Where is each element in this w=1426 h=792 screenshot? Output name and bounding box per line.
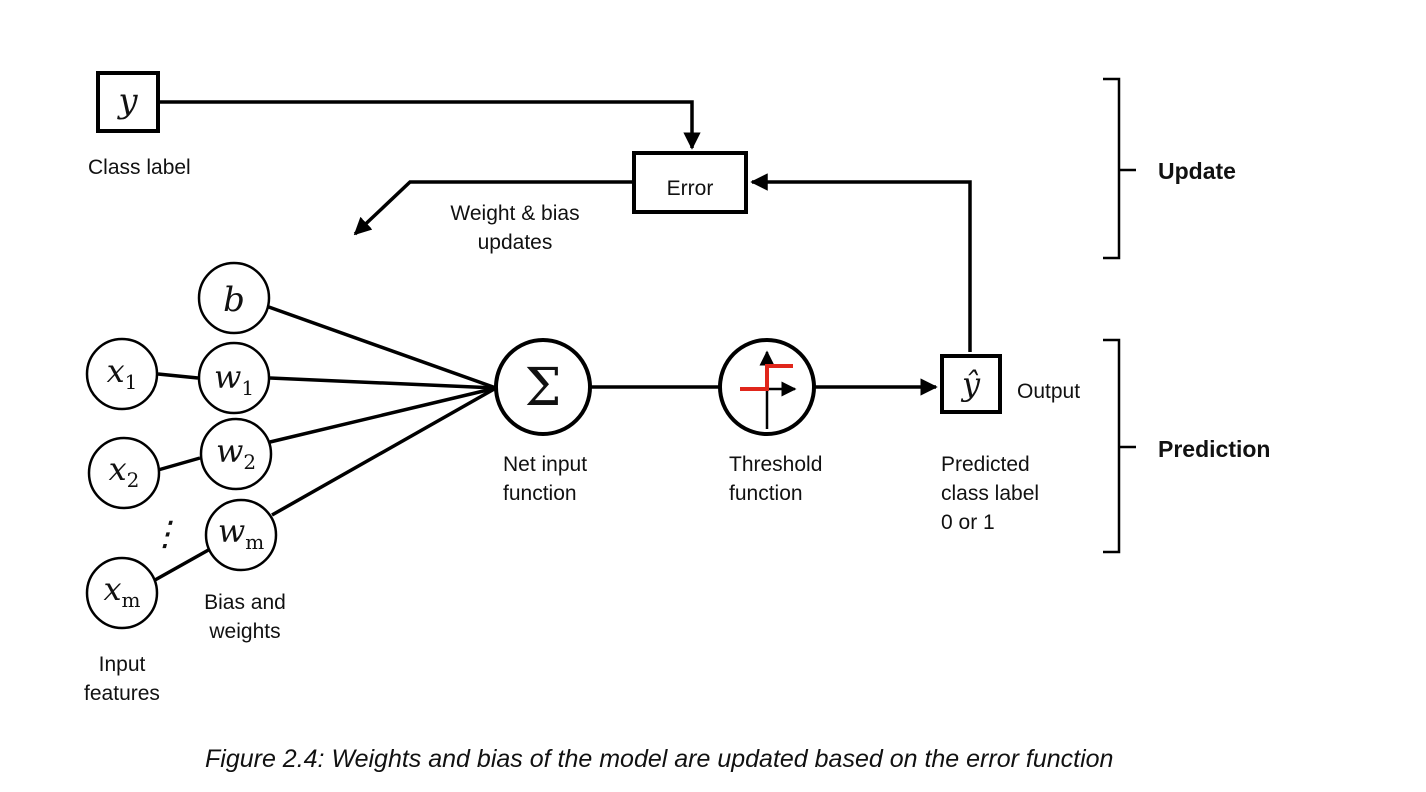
prediction-brace <box>1103 338 1136 554</box>
w1-node <box>197 341 271 415</box>
bias-node <box>197 261 271 335</box>
error-box <box>632 151 748 214</box>
figure-caption: Figure 2.4: Weights and bias of the mode… <box>205 745 1113 773</box>
sigma-symbol: Σ <box>525 358 562 418</box>
x1-w1-connection <box>157 372 199 380</box>
predicted-line3: 0 or 1 <box>941 511 995 534</box>
output-box <box>940 354 1002 414</box>
w2-connection <box>269 386 497 444</box>
bias-weights-line1: Bias and <box>204 591 286 614</box>
w1-label: w1 <box>214 358 254 400</box>
x2-w2-connection <box>157 456 201 472</box>
step-function-curve <box>740 364 793 391</box>
weight-bias-updates-line2: updates <box>478 231 553 254</box>
xm-wm-connection <box>154 546 213 582</box>
weight-update-arrow <box>353 180 634 236</box>
wm-node <box>204 498 278 572</box>
output-label: Output <box>1017 380 1080 403</box>
y-symbol: y <box>116 81 138 121</box>
update-brace <box>1103 77 1136 260</box>
input-features-line1: Input <box>99 653 146 676</box>
bias-connection <box>265 304 497 390</box>
update-label: Update <box>1158 158 1236 184</box>
bias-symbol: b <box>223 280 245 320</box>
threshold-line2: function <box>729 482 803 505</box>
output-to-error-arrow <box>750 173 972 352</box>
net-input-line1: Net input <box>503 453 587 476</box>
class-label-text: Class label <box>88 156 191 179</box>
threshold-line1: Threshold <box>729 453 822 476</box>
x2-label: x2 <box>109 450 140 492</box>
net-input-line2: function <box>503 482 577 505</box>
class-label-to-error-arrow <box>160 100 701 150</box>
weight-bias-updates-line1: Weight & bias <box>450 202 579 225</box>
class-label-box <box>96 71 160 133</box>
input-features-line2: features <box>84 682 160 705</box>
ellipsis: ⋮ <box>148 514 182 554</box>
yhat-symbol: ŷ <box>960 365 981 403</box>
x2-node <box>87 436 161 510</box>
xm-label: xm <box>103 570 140 612</box>
error-label: Error <box>667 177 714 200</box>
w2-node <box>199 417 273 491</box>
bias-weights-line2: weights <box>208 620 280 643</box>
predicted-line1: Predicted <box>941 453 1030 476</box>
wm-label: wm <box>218 512 264 554</box>
wm-connection <box>271 386 497 517</box>
predicted-line2: class label <box>941 482 1039 505</box>
w2-label: w2 <box>216 432 256 474</box>
x1-label: x1 <box>107 352 138 394</box>
x1-node <box>85 337 159 411</box>
xm-node <box>85 556 159 630</box>
w1-connection <box>269 376 497 390</box>
prediction-label: Prediction <box>1158 436 1270 462</box>
